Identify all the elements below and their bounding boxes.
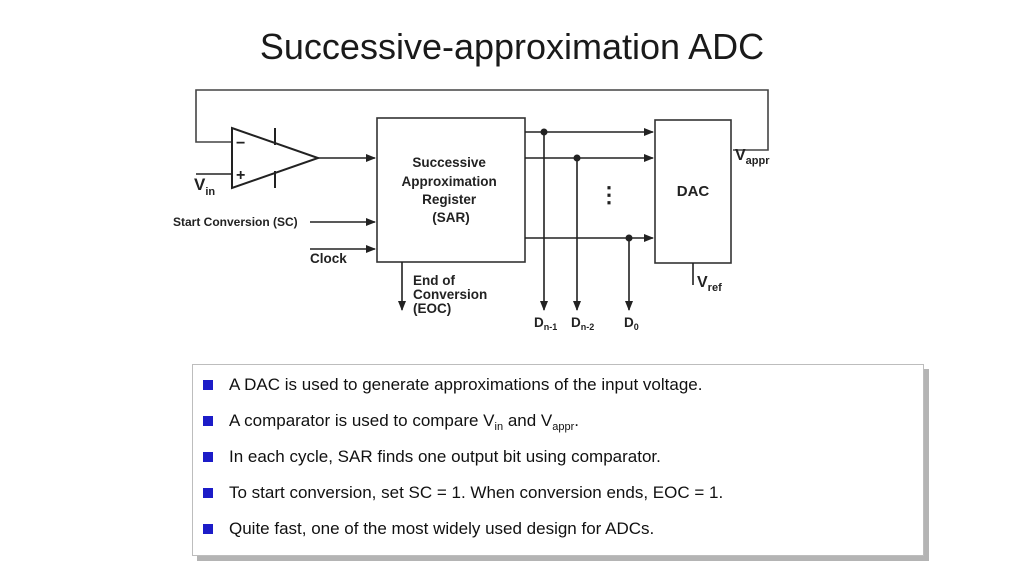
list-item: Quite fast, one of the most widely used … <box>203 517 923 553</box>
dac-label: DAC <box>677 183 710 200</box>
output-dn2-label: Dn-2 <box>571 315 594 332</box>
output-d0-label: D0 <box>624 315 639 332</box>
list-item: A DAC is used to generate approximations… <box>203 373 923 409</box>
start-conversion-label: Start Conversion (SC) <box>173 215 298 229</box>
comparator-plus-sign: + <box>236 167 245 184</box>
list-item: In each cycle, SAR finds one output bit … <box>203 445 923 481</box>
bullet-text: A comparator is used to compare Vin and … <box>229 411 580 433</box>
bullet-text: Quite fast, one of the most widely used … <box>229 519 655 538</box>
bullet-list: A DAC is used to generate approximations… <box>203 373 923 553</box>
output-dn1-label: Dn-1 <box>534 315 557 332</box>
bullet-text: In each cycle, SAR finds one output bit … <box>229 447 661 466</box>
blue-square-bullet-icon <box>203 380 213 390</box>
comparator-minus-sign: − <box>236 135 245 152</box>
sar-block <box>376 117 526 263</box>
sar-label: Successive Approximation Register (SAR) <box>401 155 500 225</box>
feedback-wire <box>195 89 769 151</box>
list-item: A comparator is used to compare Vin and … <box>203 409 923 445</box>
vin-label: Vin <box>194 175 215 198</box>
vappr-label: Vappr <box>735 147 770 167</box>
vref-label: Vref <box>697 274 722 294</box>
dac-block <box>654 119 732 264</box>
notes-box: A DAC is used to generate approximations… <box>192 364 924 556</box>
bullet-text: To start conversion, set SC = 1. When co… <box>229 483 724 502</box>
slide-title: Successive-approximation ADC <box>259 26 765 67</box>
blue-square-bullet-icon <box>203 452 213 462</box>
list-item: To start conversion, set SC = 1. When co… <box>203 481 923 517</box>
blue-square-bullet-icon <box>203 416 213 426</box>
blue-square-bullet-icon <box>203 524 213 534</box>
eoc-label: End of Conversion (EOC) <box>413 273 491 316</box>
bus-ellipsis: ⋮ <box>598 182 620 207</box>
bullet-text: A DAC is used to generate approximations… <box>229 375 703 394</box>
clock-label: Clock <box>310 251 347 266</box>
blue-square-bullet-icon <box>203 488 213 498</box>
